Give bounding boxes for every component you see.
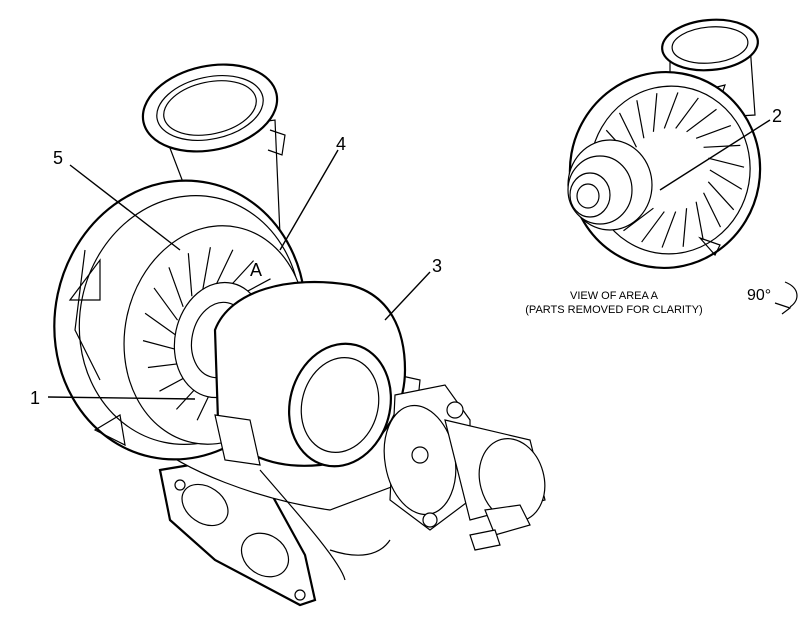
turbine-volute xyxy=(213,280,407,468)
wheel-blade xyxy=(661,211,677,248)
wheel-blade xyxy=(703,144,741,148)
leader-5 xyxy=(69,164,181,251)
wheel-blade xyxy=(142,340,178,351)
detail-compressor-housing xyxy=(567,70,762,270)
callout-2: 2 xyxy=(772,106,782,126)
wheel-blade xyxy=(703,192,722,228)
wheel-blade xyxy=(187,253,193,297)
wheel-blade xyxy=(168,267,184,307)
wheel-blade xyxy=(618,112,637,148)
wheel-blade xyxy=(686,108,717,133)
wheel-blade xyxy=(695,201,704,240)
wheel-blade xyxy=(144,312,176,336)
detail-caption: VIEW OF AREA A (PARTS REMOVED FOR CLARIT… xyxy=(525,290,702,316)
wheel-blade xyxy=(682,208,688,247)
wheel-blade xyxy=(663,92,679,129)
turbine-mounting-flange xyxy=(158,453,317,607)
wheel-blade xyxy=(641,211,665,243)
wheel-blade xyxy=(623,207,654,232)
rotation-arrow-icon xyxy=(784,281,798,308)
caption-line-1: VIEW OF AREA A xyxy=(570,290,659,302)
callout-labels: 1 2 3 4 5 A xyxy=(30,106,782,408)
wheel-blade xyxy=(202,247,211,290)
callout-area-a: A xyxy=(250,260,262,280)
main-turbocharger-illustration xyxy=(53,63,546,607)
leader-4 xyxy=(279,149,339,251)
wheel-blade xyxy=(695,124,732,139)
wastegate-actuator xyxy=(383,384,546,551)
callout-1: 1 xyxy=(30,388,40,408)
leader-lines xyxy=(47,119,771,400)
leader-2 xyxy=(659,119,771,191)
wheel-blade xyxy=(153,287,179,321)
callout-4: 4 xyxy=(336,134,346,154)
wheel-blade xyxy=(636,100,645,139)
wheel-blade xyxy=(707,181,735,211)
wheel-blade xyxy=(709,169,743,190)
wheel-blade xyxy=(675,97,699,129)
leader-3 xyxy=(384,271,431,321)
caption-line-2: (PARTS REMOVED FOR CLARITY) xyxy=(525,304,702,316)
wheel-blade xyxy=(708,157,745,168)
wheel-blade xyxy=(214,249,234,288)
wheel-blade xyxy=(652,93,658,132)
callout-3: 3 xyxy=(432,256,442,276)
callout-5: 5 xyxy=(53,148,63,168)
rotation-label: 90° xyxy=(747,287,771,304)
rotation-indicator: 90° xyxy=(747,281,798,315)
rotation-arrowhead-icon xyxy=(774,302,792,315)
leader-1 xyxy=(47,396,196,400)
detail-view-area-a xyxy=(567,18,762,270)
